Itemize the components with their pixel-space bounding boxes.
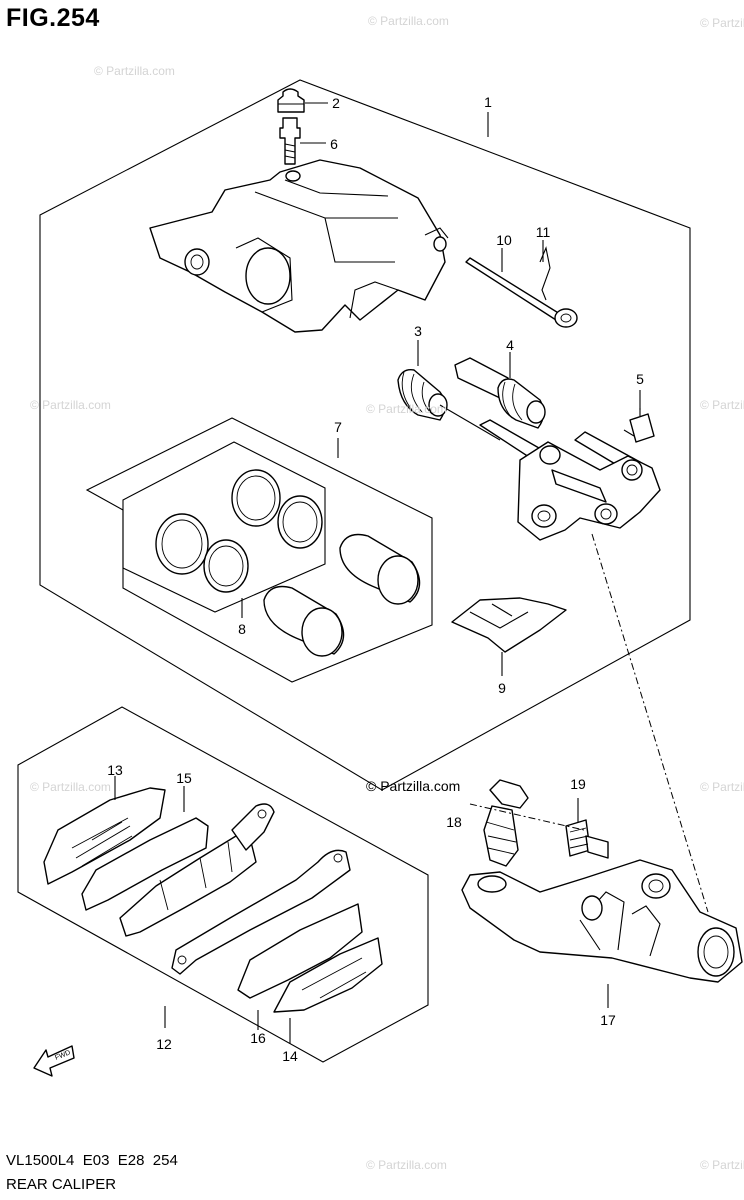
callout-8: 8 — [238, 621, 246, 637]
sleeve-boot-4 — [439, 352, 546, 441]
callout-17: 17 — [600, 1012, 616, 1028]
caliper-assembly-outline — [39, 79, 691, 791]
bolt-19 — [565, 798, 609, 859]
callout-13: 13 — [107, 762, 123, 778]
watermark: © Partzilla.com — [700, 780, 744, 794]
assembly-line-a — [591, 533, 709, 913]
assembly-line-b — [469, 803, 585, 831]
callout-15: 15 — [176, 770, 192, 786]
callout-10: 10 — [496, 232, 512, 248]
brake-pads — [43, 776, 383, 1044]
diagram-code: VL1500L4 E03 E28 254 — [6, 1152, 178, 1169]
watermark: © Partzilla.com — [368, 14, 449, 28]
watermark: © Partzilla.com — [94, 64, 175, 78]
pad-shims — [81, 786, 351, 1030]
watermark-main: © Partzilla.com — [366, 778, 461, 794]
callout-4: 4 — [506, 337, 514, 353]
callout-1: 1 — [484, 94, 492, 110]
seal-kit-outline-8 — [122, 441, 326, 613]
callout-3: 3 — [414, 323, 422, 339]
figure-title: FIG.254 — [6, 4, 100, 32]
pin-clip — [539, 240, 551, 301]
watermark: © Partzilla.com — [700, 398, 744, 412]
bolt-18 — [483, 779, 529, 867]
callout-12: 12 — [156, 1036, 172, 1052]
callout-5: 5 — [636, 371, 644, 387]
callout-19: 19 — [570, 776, 586, 792]
caliper-pin — [465, 248, 578, 328]
callout-16: 16 — [250, 1030, 266, 1046]
caliper-holder — [461, 859, 743, 1008]
pad-spring-5 — [623, 390, 655, 443]
bleeder-valve — [279, 117, 326, 165]
callout-18: 18 — [446, 814, 462, 830]
fwd-arrow-icon: FWD — [33, 1045, 75, 1077]
callout-9: 9 — [498, 680, 506, 696]
diagram-title: REAR CALIPER — [6, 1176, 117, 1193]
watermark: © Partzilla.com — [366, 1158, 447, 1172]
callout-7: 7 — [334, 419, 342, 435]
watermark: © Partzilla.com — [700, 16, 744, 30]
callout-11: 11 — [535, 224, 551, 240]
pad-retainer-9 — [451, 597, 567, 676]
watermark: © Partzilla.com — [30, 398, 111, 412]
caliper-bracket — [479, 419, 661, 541]
watermark: © Partzilla.com — [700, 1158, 744, 1172]
callout-14: 14 — [282, 1048, 298, 1064]
callout-2: 2 — [332, 95, 340, 111]
caliper-body — [149, 159, 449, 333]
pistons — [263, 533, 421, 657]
piston-seals — [155, 469, 323, 593]
callout-6: 6 — [330, 136, 338, 152]
pad-kit-outline — [17, 706, 429, 1063]
watermark: © Partzilla.com — [30, 780, 111, 794]
bleeder-cap — [277, 88, 328, 113]
boot-3 — [397, 340, 448, 421]
watermark: © Partzilla.com — [366, 402, 447, 416]
